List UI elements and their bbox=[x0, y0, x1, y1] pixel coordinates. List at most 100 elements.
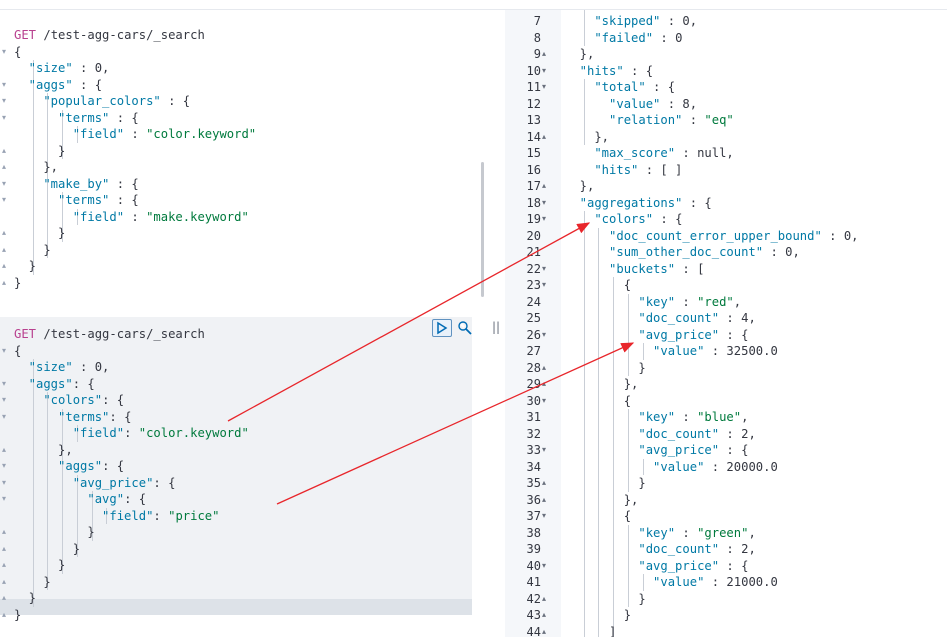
fold-toggle-icon[interactable]: ▴ bbox=[542, 626, 547, 636]
fold-toggle-icon[interactable]: ▾ bbox=[542, 65, 547, 75]
fold-toggle-icon[interactable]: ▾ bbox=[2, 46, 7, 56]
line-number: 37 bbox=[526, 509, 541, 523]
code-line[interactable]: "make_by" : { bbox=[14, 176, 138, 193]
resize-handle-icon[interactable]: || bbox=[492, 320, 501, 334]
fold-toggle-icon[interactable]: ▴ bbox=[542, 610, 547, 619]
fold-toggle-icon[interactable]: ▴ bbox=[542, 379, 547, 388]
code-line[interactable]: "colors": { bbox=[14, 392, 124, 409]
code-line[interactable]: "size" : 0, bbox=[14, 60, 110, 77]
code-line[interactable]: } bbox=[14, 258, 36, 275]
code-line[interactable]: } bbox=[14, 541, 80, 558]
code-line[interactable]: } bbox=[14, 242, 50, 259]
code-line[interactable]: "field" : "color.keyword" bbox=[14, 126, 256, 143]
request-editor[interactable]: GET /test-agg-cars/_search ▾ { "size" : 0,… bbox=[0, 10, 494, 637]
fold-toggle-icon[interactable]: ▴ bbox=[2, 543, 7, 553]
fold-toggle-icon[interactable]: ▴ bbox=[2, 609, 7, 619]
code-line[interactable]: }, bbox=[14, 442, 73, 459]
fold-toggle-icon[interactable]: ▾ bbox=[542, 263, 547, 273]
fold-toggle-icon[interactable]: ▴ bbox=[2, 576, 7, 586]
code-line[interactable]: { bbox=[14, 44, 21, 61]
code-line[interactable]: "aggs": { bbox=[14, 376, 95, 393]
json-text: : 21000.0 bbox=[704, 575, 778, 589]
editor-scrollbar[interactable] bbox=[481, 162, 484, 297]
fold-toggle-icon[interactable]: ▾ bbox=[2, 461, 7, 470]
fold-toggle-icon[interactable]: ▾ bbox=[2, 477, 7, 487]
fold-toggle-icon[interactable]: ▴ bbox=[2, 261, 7, 270]
code-line[interactable]: "field" : "make.keyword" bbox=[14, 209, 249, 226]
fold-toggle-icon[interactable]: ▾ bbox=[542, 511, 547, 520]
json-text: } bbox=[14, 607, 22, 622]
indent-guide bbox=[627, 524, 629, 607]
fold-toggle-icon[interactable]: ▴ bbox=[542, 593, 547, 603]
fold-toggle-icon[interactable]: ▾ bbox=[2, 378, 7, 388]
code-line[interactable]: } bbox=[14, 557, 65, 574]
code-line[interactable]: GET /test-agg-cars/_search bbox=[14, 326, 205, 343]
fold-toggle-icon[interactable]: ▾ bbox=[2, 112, 7, 122]
fold-toggle-icon[interactable]: ▾ bbox=[542, 445, 547, 454]
fold-toggle-icon[interactable]: ▴ bbox=[2, 228, 7, 237]
fold-toggle-icon[interactable]: ▴ bbox=[2, 145, 7, 155]
code-line[interactable]: "popular_colors" : { bbox=[14, 93, 190, 110]
fold-toggle-icon[interactable]: ▴ bbox=[542, 478, 547, 487]
fold-toggle-icon[interactable]: ▴ bbox=[2, 244, 7, 254]
code-line[interactable]: } bbox=[14, 143, 65, 160]
json-key: "avg_price" bbox=[14, 475, 154, 490]
fold-toggle-icon[interactable]: ▴ bbox=[542, 49, 547, 58]
fold-toggle-icon[interactable]: ▾ bbox=[542, 197, 547, 207]
fold-toggle-icon[interactable]: ▾ bbox=[2, 96, 7, 105]
fold-toggle-icon[interactable]: ▾ bbox=[542, 280, 547, 289]
fold-toggle-icon[interactable]: ▴ bbox=[542, 131, 547, 141]
fold-toggle-icon[interactable]: ▾ bbox=[2, 395, 7, 404]
code-line[interactable]: } bbox=[14, 590, 36, 607]
response-line: "doc_count_error_upper_bound" : 0, bbox=[565, 228, 858, 245]
line-number: 28 bbox=[526, 360, 541, 375]
code-line[interactable]: "terms": { bbox=[14, 409, 131, 426]
response-line: }, bbox=[565, 46, 595, 63]
fold-toggle-icon[interactable]: ▾ bbox=[2, 195, 7, 204]
json-text: : { bbox=[160, 94, 191, 108]
request-settings-button[interactable] bbox=[456, 319, 474, 337]
fold-toggle-icon[interactable]: ▾ bbox=[542, 82, 547, 91]
fold-toggle-icon[interactable]: ▾ bbox=[2, 411, 7, 421]
code-line[interactable]: "aggs" : { bbox=[14, 77, 102, 94]
fold-toggle-icon[interactable]: ▾ bbox=[2, 178, 7, 188]
code-line[interactable]: } bbox=[14, 275, 21, 292]
code-line[interactable]: } bbox=[14, 524, 94, 541]
code-line[interactable]: "aggs": { bbox=[14, 458, 124, 475]
fold-toggle-icon[interactable]: ▴ bbox=[2, 593, 7, 602]
fold-toggle-icon[interactable]: ▾ bbox=[542, 395, 547, 405]
code-line[interactable]: } bbox=[14, 574, 50, 591]
fold-toggle-icon[interactable]: ▴ bbox=[542, 494, 547, 504]
fold-toggle-icon[interactable]: ▾ bbox=[542, 560, 547, 570]
json-text: : bbox=[124, 127, 147, 141]
fold-toggle-icon[interactable]: ▴ bbox=[2, 527, 7, 536]
fold-toggle-icon[interactable]: ▾ bbox=[542, 329, 547, 339]
code-line[interactable]: GET /test-agg-cars/_search bbox=[14, 27, 205, 44]
code-line[interactable]: "field": "price" bbox=[14, 508, 219, 525]
fold-toggle-icon[interactable]: ▾ bbox=[2, 79, 7, 89]
fold-toggle-icon[interactable]: ▾ bbox=[2, 494, 7, 503]
response-line: }, bbox=[565, 178, 595, 195]
code-line[interactable]: } bbox=[14, 607, 21, 624]
fold-toggle-icon[interactable]: ▾ bbox=[2, 345, 7, 355]
code-line[interactable]: { bbox=[14, 343, 21, 360]
fold-toggle-icon[interactable]: ▴ bbox=[542, 362, 547, 372]
fold-toggle-icon[interactable]: ▾ bbox=[542, 214, 547, 223]
run-request-button[interactable] bbox=[432, 319, 452, 337]
code-line[interactable]: "field": "color.keyword" bbox=[14, 425, 249, 442]
code-line[interactable]: }, bbox=[14, 159, 58, 176]
json-text: } bbox=[14, 259, 37, 273]
json-text: : 4, bbox=[719, 311, 756, 325]
code-line[interactable]: "avg": { bbox=[14, 491, 146, 508]
fold-toggle-icon[interactable]: ▴ bbox=[2, 277, 7, 287]
fold-toggle-icon[interactable]: ▴ bbox=[2, 560, 7, 569]
fold-toggle-icon[interactable]: ▴ bbox=[2, 444, 7, 454]
code-line[interactable]: "avg_price": { bbox=[14, 475, 176, 492]
code-line[interactable]: "terms" : { bbox=[14, 110, 139, 127]
code-line[interactable]: } bbox=[14, 225, 65, 242]
response-line: "value" : 32500.0 bbox=[565, 343, 778, 360]
fold-toggle-icon[interactable]: ▴ bbox=[2, 162, 7, 171]
code-line[interactable]: "terms" : { bbox=[14, 192, 139, 209]
fold-toggle-icon[interactable]: ▴ bbox=[542, 181, 547, 190]
code-line[interactable]: "size" : 0, bbox=[14, 359, 110, 376]
